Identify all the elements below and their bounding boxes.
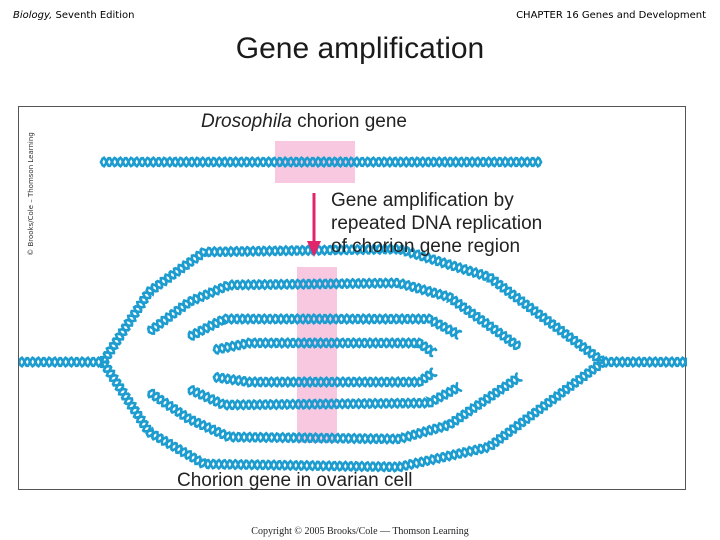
gene-amplification-diagram — [19, 141, 687, 473]
dna-strand-original — [99, 155, 543, 169]
dna-strand-right-arm — [601, 356, 687, 368]
downward-arrow — [307, 193, 321, 257]
dna-strand-outer-top — [99, 242, 605, 366]
credit-text: © Brooks/Cole – Thomson Learning — [27, 132, 35, 256]
book-title: Biology, — [13, 10, 53, 21]
arrow-head — [307, 241, 321, 257]
dna-strand-core-bottom — [212, 367, 434, 389]
copyright-footer: Copyright © 2005 Brooks/Cole — Thomson L… — [251, 526, 469, 537]
dna-strand-inner-top — [187, 312, 463, 339]
figure-caption: Chorion gene in ovarian cell — [177, 470, 413, 491]
book-edition: Seventh Edition — [52, 10, 135, 21]
dna-strand-left-arm — [19, 356, 105, 368]
dna-strand-outer-bottom — [99, 360, 606, 473]
dna-strand-mid-top — [146, 277, 522, 349]
slide-title: Gene amplification — [235, 32, 485, 65]
dna-strands — [19, 155, 687, 473]
image-credit: © Brooks/Cole – Thomson Learning — [21, 115, 35, 285]
species-name: Drosophila — [201, 111, 292, 132]
amplification-note: Gene amplification by repeated DNA repli… — [331, 190, 543, 257]
dna-strand-outer-bottom — [101, 358, 604, 473]
gene-region-highlight — [297, 267, 337, 443]
dna-strand-inner-top — [187, 312, 459, 341]
dna-strand-inner-bottom — [187, 382, 459, 411]
dna-strand-mid-bottom — [147, 372, 519, 445]
figure-title-rest: chorion gene — [291, 111, 407, 132]
book-header: Biology, Seventh Edition — [13, 10, 134, 21]
chorion-gene-region-highlights — [275, 141, 355, 443]
figure-title: Drosophila chorion gene — [201, 111, 407, 133]
dna-strand-right-arm — [601, 356, 687, 368]
figure-panel: © Brooks/Cole – Thomson Learning Drosoph… — [18, 106, 687, 491]
dna-strand-core-top — [212, 336, 438, 355]
dna-strand-left-arm — [19, 356, 105, 368]
chapter-header: CHAPTER 16 Genes and Development — [516, 10, 706, 21]
